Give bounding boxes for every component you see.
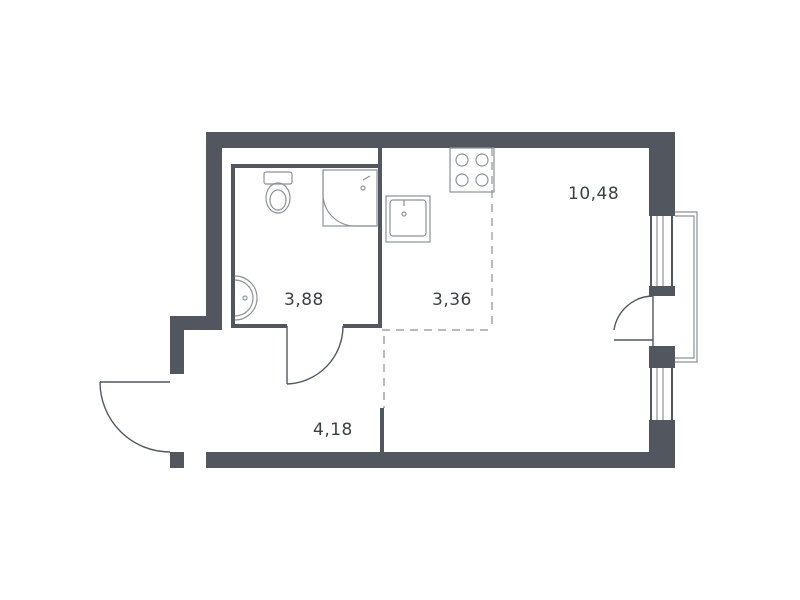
- wall-left-lower: [170, 316, 184, 374]
- bathroom-wall-left-top: [231, 164, 380, 326]
- exterior-walls: [170, 132, 675, 468]
- entrance-door[interactable]: [99, 381, 171, 453]
- wall-bottom: [206, 452, 675, 468]
- wall-right-upper: [649, 132, 675, 216]
- kitchen-sink-icon: [385, 195, 431, 243]
- bathroom-door[interactable]: [286, 325, 344, 385]
- hallway-area-label: 4,18: [313, 420, 353, 440]
- window-lower: [650, 368, 673, 420]
- living-room-area-label: 10,48: [568, 184, 619, 204]
- wall-right-middle: [649, 286, 675, 296]
- wall-top: [206, 132, 675, 148]
- bathroom-sink-icon: [234, 275, 258, 321]
- wall-left-upper: [206, 132, 222, 316]
- balcony-frame: [675, 211, 698, 363]
- bathroom-partitions: [231, 148, 384, 452]
- zone-dividers: [382, 148, 493, 408]
- window-upper: [650, 216, 673, 286]
- wall-bottom-left-stub: [170, 452, 184, 468]
- shower-icon: [322, 169, 378, 227]
- toilet-icon: [263, 171, 293, 214]
- balcony-door[interactable]: [613, 295, 654, 346]
- stove-icon: [449, 147, 495, 193]
- wall-right-pier: [649, 346, 675, 368]
- bathroom-area-label: 3,88: [284, 290, 324, 310]
- kitchen-area-label: 3,36: [432, 290, 472, 310]
- wall-right-lower: [649, 420, 675, 468]
